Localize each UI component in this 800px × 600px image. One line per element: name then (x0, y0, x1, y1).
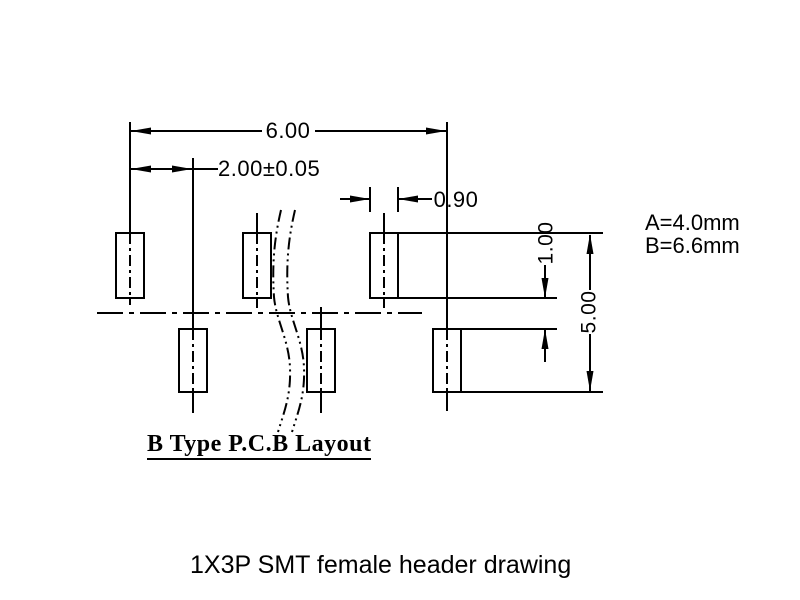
dim-line-2-00 (131, 165, 218, 173)
dim-line-0-90 (340, 195, 432, 203)
dim-line-5-00 (586, 234, 594, 391)
dim-6-00-label: 6.00 (265, 118, 311, 143)
extension-lines-pad-width (369, 187, 399, 212)
arrowhead (172, 165, 192, 173)
break-lines (272, 209, 306, 433)
arrowhead (586, 371, 594, 391)
drawing-caption: 1X3P SMT female header drawing (190, 551, 572, 579)
extension-lines-right (398, 232, 603, 393)
dim-1-00-label: 1.00 (534, 221, 558, 265)
arrowhead (398, 195, 418, 203)
arrowhead (586, 234, 594, 254)
arrowhead (541, 278, 549, 298)
note-a: A=4.0mm (645, 210, 740, 235)
arrowhead (350, 195, 370, 203)
drawing-title: B Type P.C.B Layout (147, 432, 372, 460)
dim-line-6-00 (131, 127, 446, 135)
dim-5-00-label: 5.00 (577, 290, 601, 334)
arrowhead (426, 127, 446, 135)
dim-2-00-label: 2.00±0.05 (218, 156, 321, 181)
note-b: B=6.6mm (645, 233, 740, 258)
dim-0-90-label: 0.90 (433, 187, 479, 212)
dimension-notes: A=4.0mm B=6.6mm (645, 211, 740, 257)
dim-line-1-00 (541, 265, 549, 362)
vertical-centerlines (129, 122, 448, 413)
arrowhead (541, 329, 549, 349)
arrowhead (131, 127, 151, 135)
break-line-right (286, 209, 306, 433)
arrowhead (131, 165, 151, 173)
break-line-left (272, 209, 292, 433)
